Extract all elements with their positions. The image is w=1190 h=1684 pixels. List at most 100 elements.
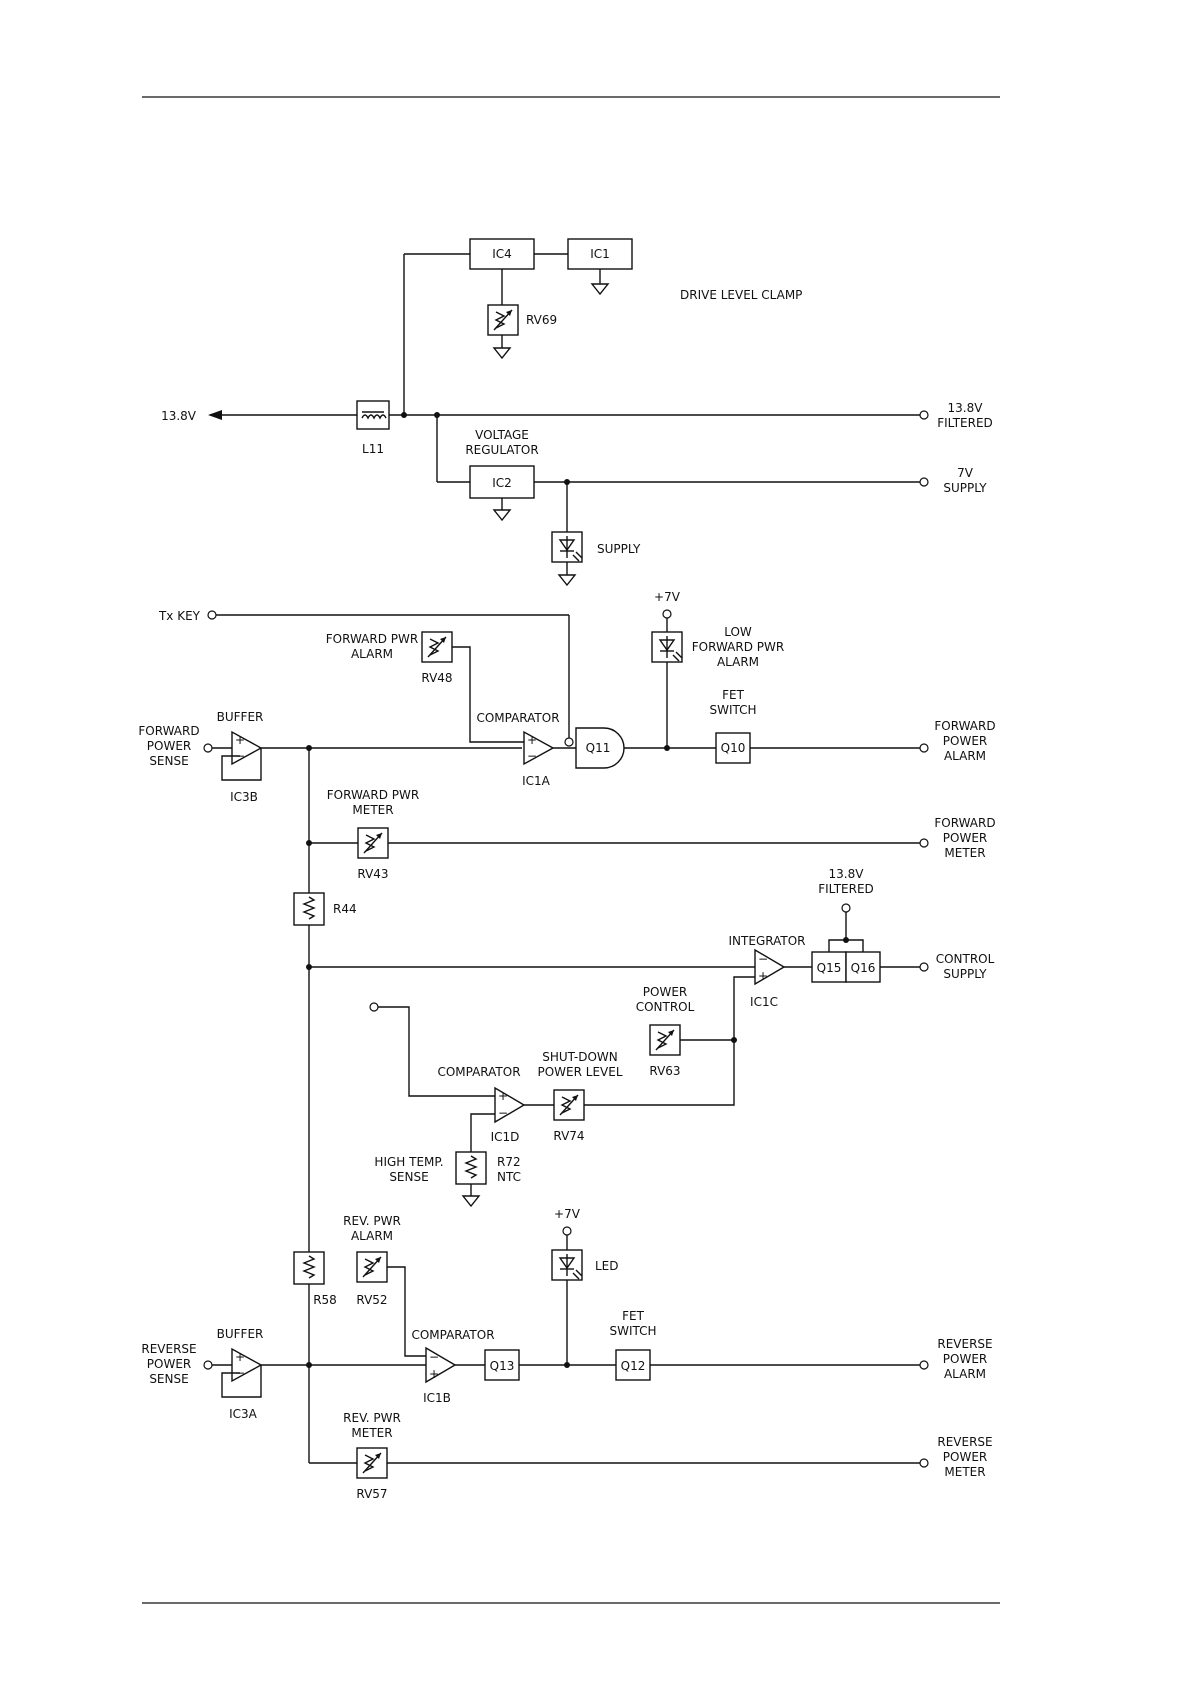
shutdown-power-level-label-2: POWER LEVEL — [537, 1065, 622, 1079]
r44-resistor — [293, 892, 325, 926]
rv63-label: RV63 — [649, 1064, 680, 1078]
ic1d-comparator — [494, 1086, 526, 1124]
rv48-pot — [421, 631, 453, 663]
terminal-reverse-power-meter — [919, 1458, 929, 1468]
q11-and-gate — [575, 727, 625, 769]
q10-label: Q10 — [721, 741, 746, 755]
control-section — [306, 903, 929, 1208]
terminal-control-supply — [919, 962, 929, 972]
forward-pwr-meter-label-2: METER — [352, 803, 393, 817]
reverse-power-alarm-label-3: ALARM — [944, 1367, 986, 1381]
svg-text:+: + — [429, 1367, 439, 1381]
power-section — [208, 238, 929, 587]
led-label: LED — [595, 1259, 619, 1273]
svg-text:−: − — [235, 749, 245, 763]
reverse-section — [203, 1226, 929, 1479]
component-labels: IC4 IC1 RV69 L11 IC2 RV48 Q11 Q10 IC1A I… — [229, 247, 875, 1501]
control-supply-label-2: SUPPLY — [943, 967, 987, 981]
rv74-label: RV74 — [553, 1129, 584, 1143]
rv63-pot — [649, 1024, 681, 1056]
rv43-pot — [357, 827, 389, 859]
svg-text:+: + — [758, 969, 768, 983]
ic1-label: IC1 — [590, 247, 610, 261]
svg-text:+: + — [498, 1089, 508, 1103]
voltage-regulator-label-2: REGULATOR — [465, 443, 538, 457]
ic4-label: IC4 — [492, 247, 512, 261]
drive-level-clamp-label: DRIVE LEVEL CLAMP — [680, 288, 802, 302]
power-control-label: POWER — [643, 985, 687, 999]
output-138v-filtered-label: 13.8V — [948, 401, 984, 415]
forward-power-meter-label-2: POWER — [943, 831, 987, 845]
reverse-power-meter-label: REVERSE — [937, 1435, 992, 1449]
tx-key-label: Tx KEY — [158, 609, 201, 623]
svg-text:−: − — [498, 1106, 508, 1120]
ic1-box — [567, 238, 633, 270]
l11-label: L11 — [362, 442, 384, 456]
integrator-label: INTEGRATOR — [729, 934, 806, 948]
input-138v-label: 13.8V — [161, 409, 197, 423]
forward-pwr-alarm-label-2: ALARM — [351, 647, 393, 661]
q10-box — [715, 732, 751, 764]
forward-power-alarm-label-2: POWER — [943, 734, 987, 748]
ic1d-label: IC1D — [491, 1130, 520, 1144]
ground-icon — [492, 509, 512, 522]
ic2-label: IC2 — [492, 476, 512, 490]
r44-label: R44 — [333, 902, 357, 916]
terminal-tx-key — [207, 610, 217, 620]
output-7v-supply-label: 7V — [957, 466, 974, 480]
forward-power-alarm-label-3: ALARM — [944, 749, 986, 763]
terminal-138v-filtered — [919, 410, 929, 420]
r72-label: R72 — [497, 1155, 521, 1169]
ic1b-label: IC1B — [423, 1391, 451, 1405]
ic1a-label: IC1A — [522, 774, 551, 788]
terminal-reverse-power-sense — [203, 1360, 213, 1370]
ic3a-label: IC3A — [229, 1407, 258, 1421]
ic1c-integrator — [754, 948, 786, 986]
reverse-power-alarm-label-2: POWER — [943, 1352, 987, 1366]
svg-text:−: − — [758, 952, 768, 966]
rev-pwr-meter-label-2: METER — [351, 1426, 392, 1440]
ic3b-label: IC3B — [230, 790, 258, 804]
rv69-label: RV69 — [526, 313, 557, 327]
forward-pwr-meter-label: FORWARD PWR — [327, 788, 419, 802]
comparator-top-label: COMPARATOR — [476, 711, 559, 725]
fet-switch-top-label-2: SWITCH — [709, 703, 756, 717]
svg-text:−: − — [429, 1350, 439, 1364]
svg-text:−: − — [527, 749, 537, 763]
control-supply-label: CONTROL — [936, 952, 995, 966]
rv52-label: RV52 — [356, 1293, 387, 1307]
q16-box — [845, 951, 881, 983]
forward-power-sense-label-2: POWER — [147, 739, 191, 753]
forward-power-meter-label: FORWARD — [934, 816, 995, 830]
rv57-label: RV57 — [356, 1487, 387, 1501]
reverse-power-sense-label-2: POWER — [147, 1357, 191, 1371]
r72-ntc-resistor — [455, 1151, 487, 1185]
comparator-bottom-label: COMPARATOR — [411, 1328, 494, 1342]
q12-label: Q12 — [621, 1359, 646, 1373]
rv48-label: RV48 — [421, 671, 452, 685]
shutdown-power-level-label: SHUT-DOWN — [542, 1050, 618, 1064]
terminal-forward-power-meter — [919, 838, 929, 848]
plus7v-bottom-label: +7V — [554, 1207, 581, 1221]
supply-led-label: SUPPLY — [597, 542, 641, 556]
rev-pwr-meter-label: REV. PWR — [343, 1411, 401, 1425]
q16-label: Q16 — [851, 961, 876, 975]
filtered-138v-label-2: FILTERED — [818, 882, 874, 896]
terminal-labels: 13.8V 13.8V FILTERED 7V SUPPLY Tx KEY FO… — [138, 401, 995, 1479]
power-control-label-2: CONTROL — [636, 1000, 695, 1014]
high-temp-sense-label-2: SENSE — [389, 1170, 428, 1184]
forward-power-alarm-label: FORWARD — [934, 719, 995, 733]
voltage-regulator-label: VOLTAGE — [475, 428, 529, 442]
fet-switch-bottom-label: FET — [622, 1309, 644, 1323]
ic1c-label: IC1C — [750, 995, 778, 1009]
forward-pwr-alarm-label: FORWARD PWR — [326, 632, 418, 646]
terminal-7v-supply — [919, 477, 929, 487]
fet-switch-bottom-label-2: SWITCH — [609, 1324, 656, 1338]
fet-switch-top-label: FET — [722, 688, 744, 702]
ic1a-comparator — [523, 730, 555, 766]
forward-section — [203, 609, 929, 1252]
svg-text:−: − — [235, 1366, 245, 1380]
output-7v-supply-label-2: SUPPLY — [943, 481, 987, 495]
forward-power-sense-label: FORWARD — [138, 724, 199, 738]
